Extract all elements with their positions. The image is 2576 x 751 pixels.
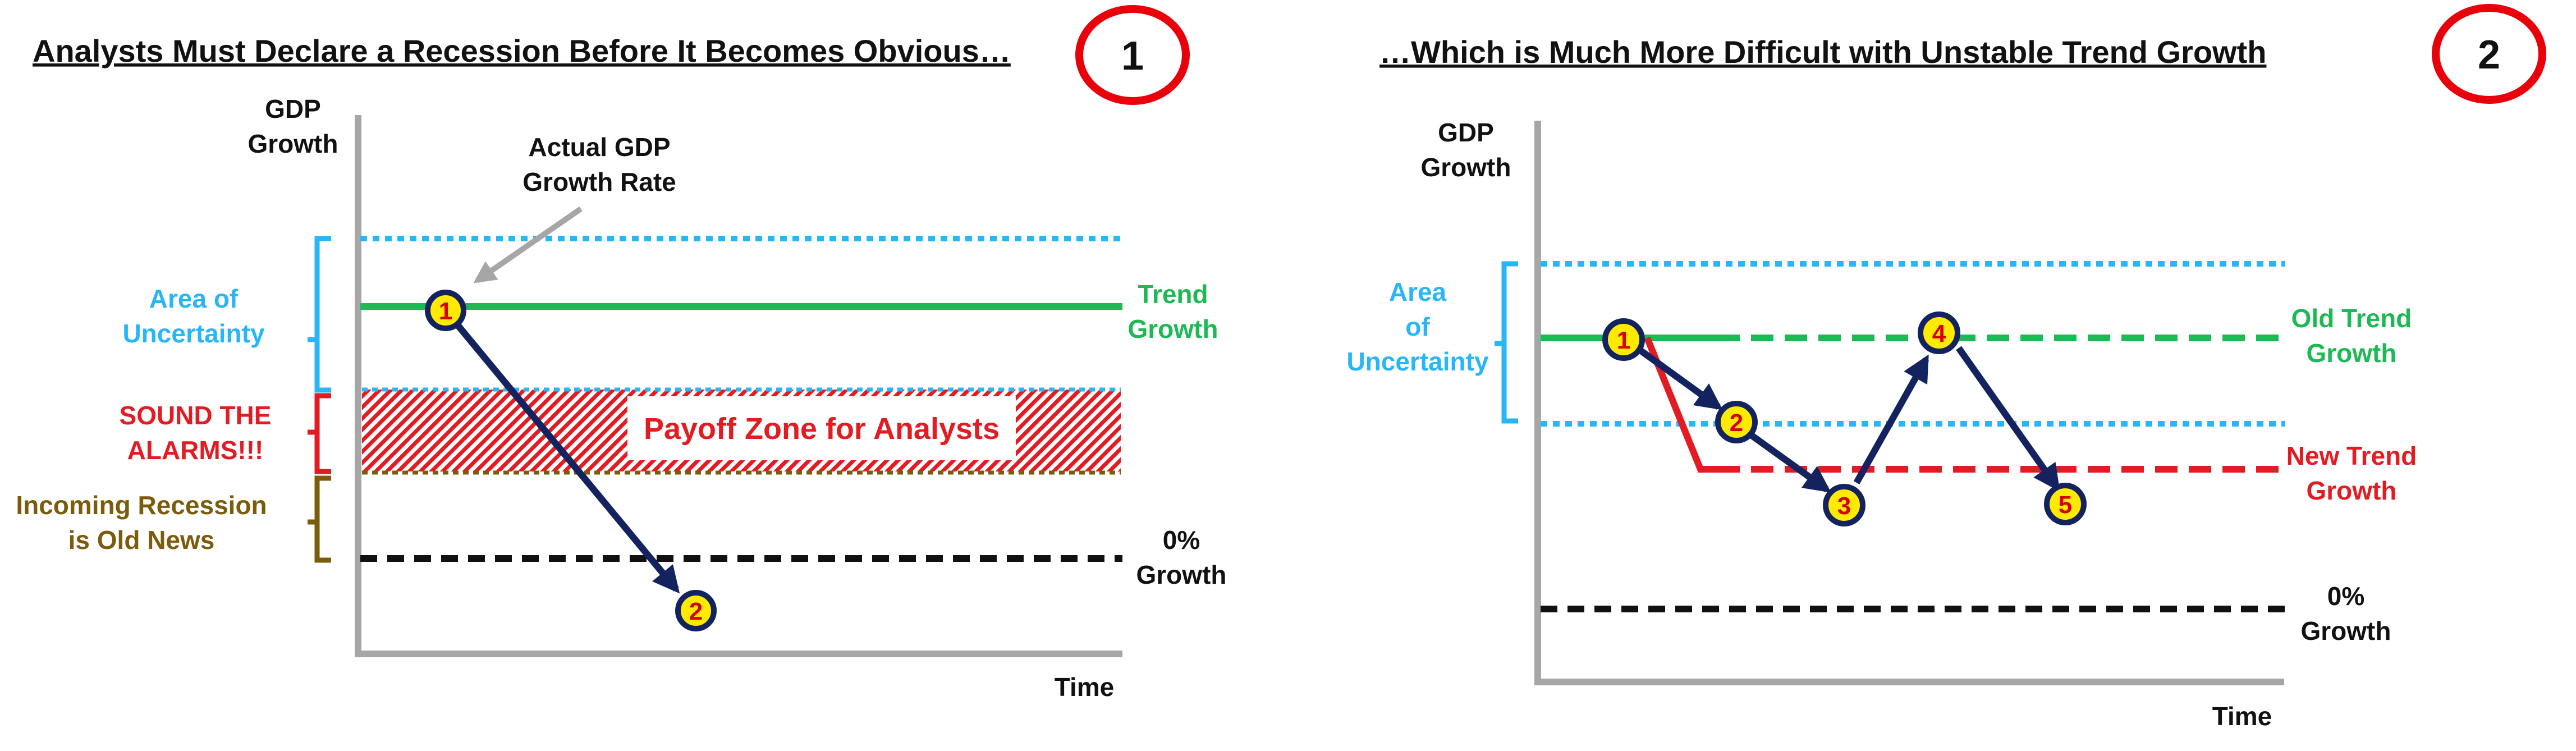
panel-2-badge: 2 — [2432, 4, 2546, 104]
panel-2: …Which is Much More Difficult with Unsta… — [1346, 4, 2546, 731]
alarm-label-line2: ALARMS!!! — [127, 436, 264, 465]
svg-text:2: 2 — [1730, 409, 1743, 437]
panel-2-title: …Which is Much More Difficult with Unsta… — [1379, 34, 2266, 70]
panel-2-zero-label-line2: Growth — [2301, 616, 2391, 645]
panel-2-path-arrow-4-5 — [1956, 346, 2060, 492]
panel-1-uncertainty-label-line2: Uncertainty — [122, 319, 264, 348]
panel-1-uncertainty-label-line1: Area of — [149, 284, 239, 313]
actual-gdp-label-line2: Growth Rate — [522, 167, 676, 196]
actual-gdp-label-line1: Actual GDP — [528, 132, 670, 162]
panel-2-node-5: 5 — [2044, 483, 2087, 525]
panel-2-uncertainty-label-line1: Area — [1389, 277, 1447, 306]
panel-1-y-label-line2: Growth — [248, 129, 338, 158]
payoff-zone-label: Payoff Zone for Analysts — [644, 412, 1000, 446]
panel-2-y-label-line2: Growth — [1421, 153, 1511, 182]
panel-2-zero-label-line1: 0% — [2327, 581, 2364, 611]
panel-1-zero-label-line2: Growth — [1136, 560, 1227, 589]
alarm-bracket — [308, 393, 331, 474]
panel-1-trend-label-line2: Growth — [1128, 314, 1218, 344]
panel-2-node-3: 3 — [1823, 484, 1865, 526]
panel-2-node-1: 1 — [1602, 318, 1645, 361]
panel-2-y-label-line1: GDP — [1438, 118, 1494, 147]
old-news-label-line1: Incoming Recession — [16, 491, 267, 520]
panel-1-badge-number: 1 — [1121, 34, 1144, 79]
svg-text:1: 1 — [1617, 327, 1630, 354]
panel-1-path-arrow-1-2 — [453, 320, 680, 594]
panel-2-badge-number: 2 — [2478, 33, 2500, 77]
panel-2-node-4: 4 — [1918, 312, 1960, 354]
new-trend-solid-line — [1644, 336, 1717, 473]
old-trend-label-line2: Growth — [2307, 338, 2397, 368]
panel-1: Analysts Must Declare a Recession Before… — [16, 5, 1227, 702]
panel-2-uncertainty-bracket — [1495, 261, 1518, 424]
panel-1-zero-label-line1: 0% — [1163, 525, 1200, 555]
panel-2-path-arrow-2-3 — [1749, 432, 1831, 493]
panel-2-node-2: 2 — [1715, 401, 1758, 443]
panel-1-title: Analysts Must Declare a Recession Before… — [33, 33, 1011, 68]
svg-text:2: 2 — [689, 598, 703, 625]
panel-1-node-1: 1 — [425, 290, 466, 331]
payoff-zone-label-box — [627, 396, 1016, 460]
svg-text:1: 1 — [439, 297, 452, 325]
svg-text:5: 5 — [2059, 491, 2072, 519]
panel-2-path-arrow-3-4 — [1853, 354, 1929, 484]
svg-text:4: 4 — [1932, 320, 1946, 347]
panel-1-badge: 1 — [1075, 5, 1190, 105]
alarm-label-line1: SOUND THE — [120, 401, 272, 430]
panel-1-trend-label-line1: Trend — [1138, 280, 1208, 309]
new-trend-label-line2: Growth — [2307, 476, 2397, 505]
panel-1-x-label: Time — [1055, 672, 1115, 702]
old-news-bracket — [308, 475, 331, 563]
panel-1-y-label-line1: GDP — [265, 94, 321, 123]
panel-2-uncertainty-label-line3: Uncertainty — [1346, 347, 1488, 376]
actual-gdp-pointer-arrow — [473, 206, 583, 283]
panel-1-node-2: 2 — [675, 590, 717, 631]
old-trend-label-line1: Old Trend — [2291, 304, 2412, 333]
old-news-label-line2: is Old News — [68, 525, 215, 555]
new-trend-label-line1: New Trend — [2286, 441, 2417, 470]
panel-2-x-label: Time — [2212, 702, 2272, 731]
panel-2-uncertainty-label-line2: of — [1405, 312, 1430, 341]
panel-2-path-arrow-1-2 — [1635, 345, 1723, 410]
svg-text:3: 3 — [1837, 492, 1851, 520]
uncertainty-bracket — [308, 236, 331, 393]
